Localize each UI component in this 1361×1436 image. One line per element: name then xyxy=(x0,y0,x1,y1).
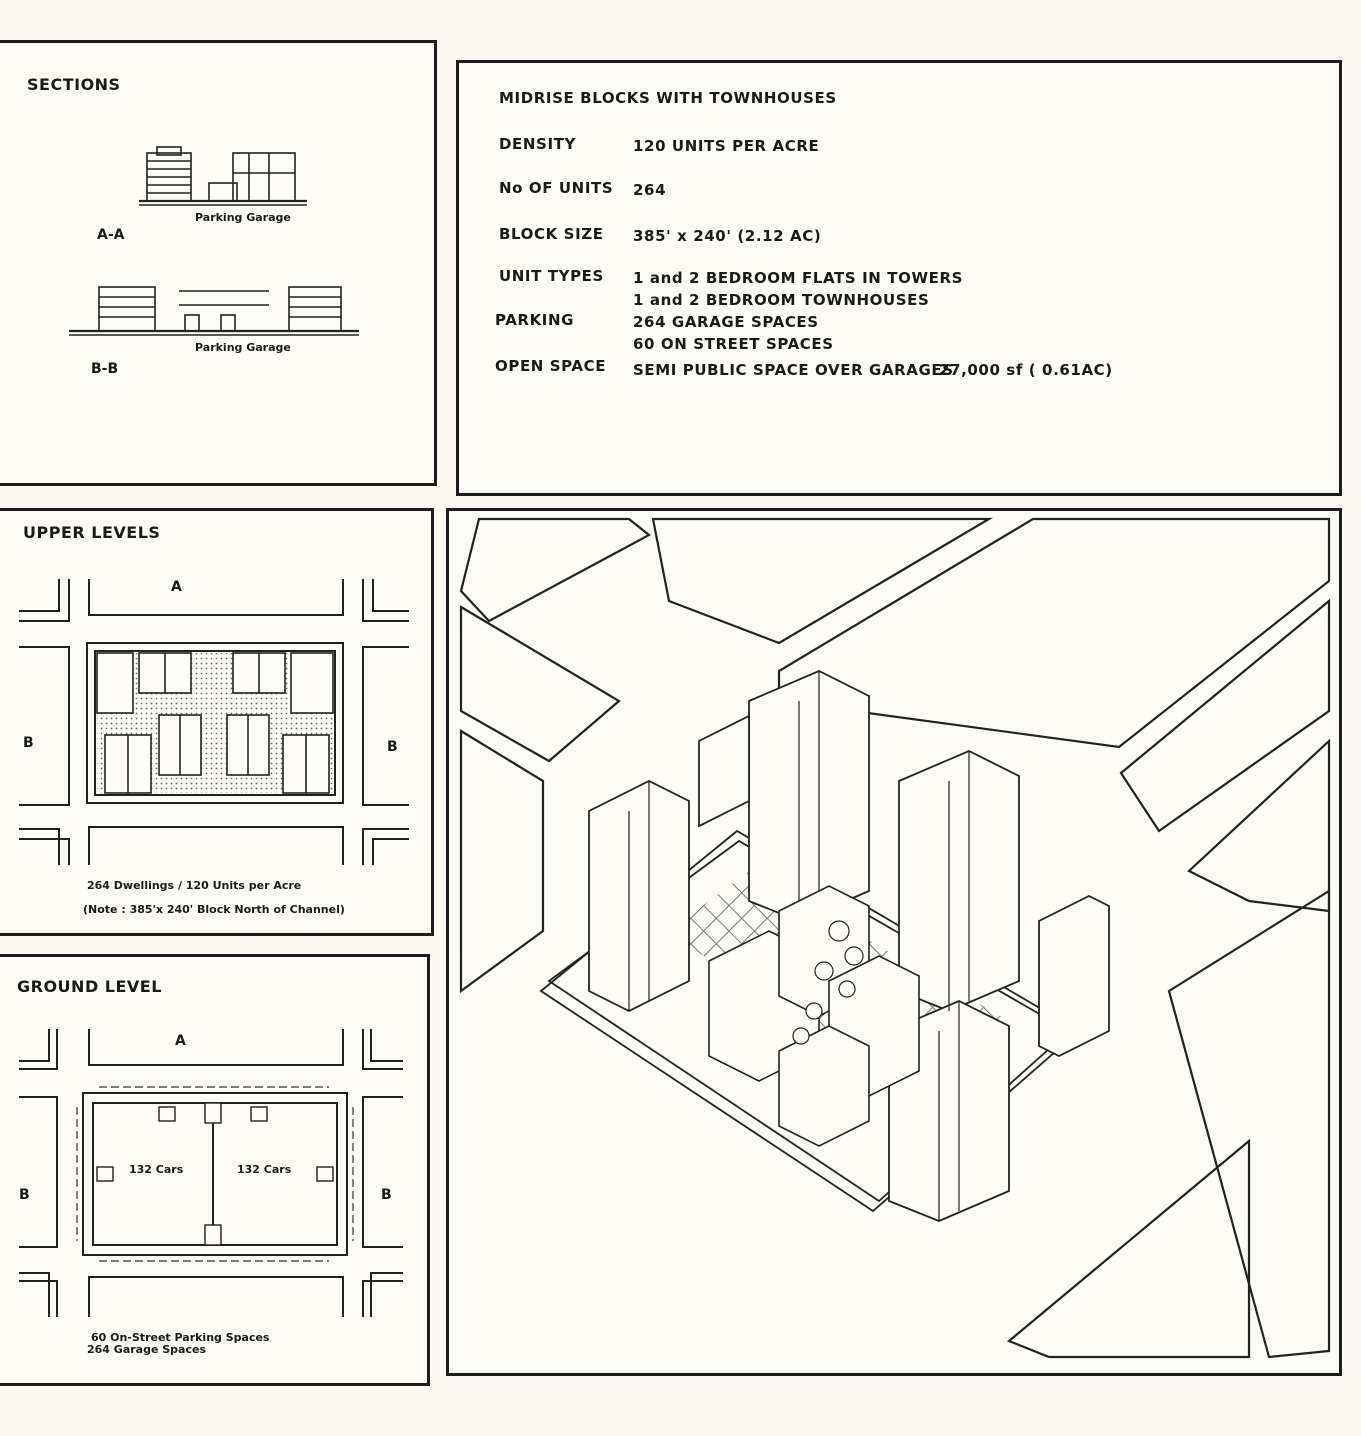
unit-types-value-2: 1 and 2 BEDROOM TOWNHOUSES xyxy=(633,291,930,309)
parking-value: 264 GARAGE SPACES xyxy=(633,313,819,331)
ground-marker-b-right: B xyxy=(381,1187,392,1203)
specs-heading: MIDRISE BLOCKS WITH TOWNHOUSES xyxy=(499,89,837,107)
unit-types-value: 1 and 2 BEDROOM FLATS IN TOWERS xyxy=(633,269,964,287)
upper-levels-panel: UPPER LEVELS xyxy=(0,508,434,936)
upper-marker-b-right: B xyxy=(387,739,398,755)
aa-label: A-A xyxy=(97,227,125,243)
density-value: 120 UNITS PER ACRE xyxy=(633,137,820,155)
block-size-key: BLOCK SIZE xyxy=(499,225,604,243)
ground-marker-b-left: B xyxy=(19,1187,30,1203)
ground-marker-a: A xyxy=(175,1033,186,1049)
ground-caption-1: 60 On-Street Parking Spaces xyxy=(91,1331,270,1344)
ground-caption-2: 264 Garage Spaces xyxy=(87,1343,207,1356)
sections-title: SECTIONS xyxy=(27,75,121,94)
aa-caption: Parking Garage xyxy=(195,211,291,224)
sections-drawing xyxy=(69,146,359,336)
bb-label: B-B xyxy=(91,361,119,377)
ground-level-plan xyxy=(19,1029,403,1317)
cars-left-label: 132 Cars xyxy=(129,1163,184,1176)
open-space-value-2: 27,000 sf ( 0.61AC) xyxy=(939,361,1113,379)
block-size-value: 385' x 240' (2.12 AC) xyxy=(633,227,822,245)
sections-panel: SECTIONS xyxy=(0,40,437,486)
parking-value-2: 60 ON STREET SPACES xyxy=(633,335,834,353)
upper-caption-1: 264 Dwellings / 120 Units per Acre xyxy=(87,879,302,892)
units-value: 264 xyxy=(633,181,667,199)
parking-key: PARKING xyxy=(495,311,575,329)
axonometric-panel xyxy=(446,508,1342,1376)
upper-levels-plan xyxy=(19,579,409,865)
axonometric-drawing xyxy=(459,517,1331,1359)
specs-panel: MIDRISE BLOCKS WITH TOWNHOUSES DENSITY 1… xyxy=(456,60,1342,496)
cars-right-label: 132 Cars xyxy=(237,1163,292,1176)
bb-caption: Parking Garage xyxy=(195,341,291,354)
ground-level-panel: GROUND LEVEL xyxy=(0,954,430,1386)
upper-marker-b-left: B xyxy=(23,735,34,751)
upper-levels-title: UPPER LEVELS xyxy=(23,523,161,542)
upper-marker-a: A xyxy=(171,579,182,595)
units-key: No OF UNITS xyxy=(499,179,614,197)
density-key: DENSITY xyxy=(499,135,576,153)
ground-level-title: GROUND LEVEL xyxy=(17,977,162,996)
unit-types-key: UNIT TYPES xyxy=(499,267,604,285)
open-space-key: OPEN SPACE xyxy=(495,357,607,375)
open-space-value: SEMI PUBLIC SPACE OVER GARAGES xyxy=(633,361,954,379)
upper-caption-2: (Note : 385'x 240' Block North of Channe… xyxy=(83,903,345,916)
